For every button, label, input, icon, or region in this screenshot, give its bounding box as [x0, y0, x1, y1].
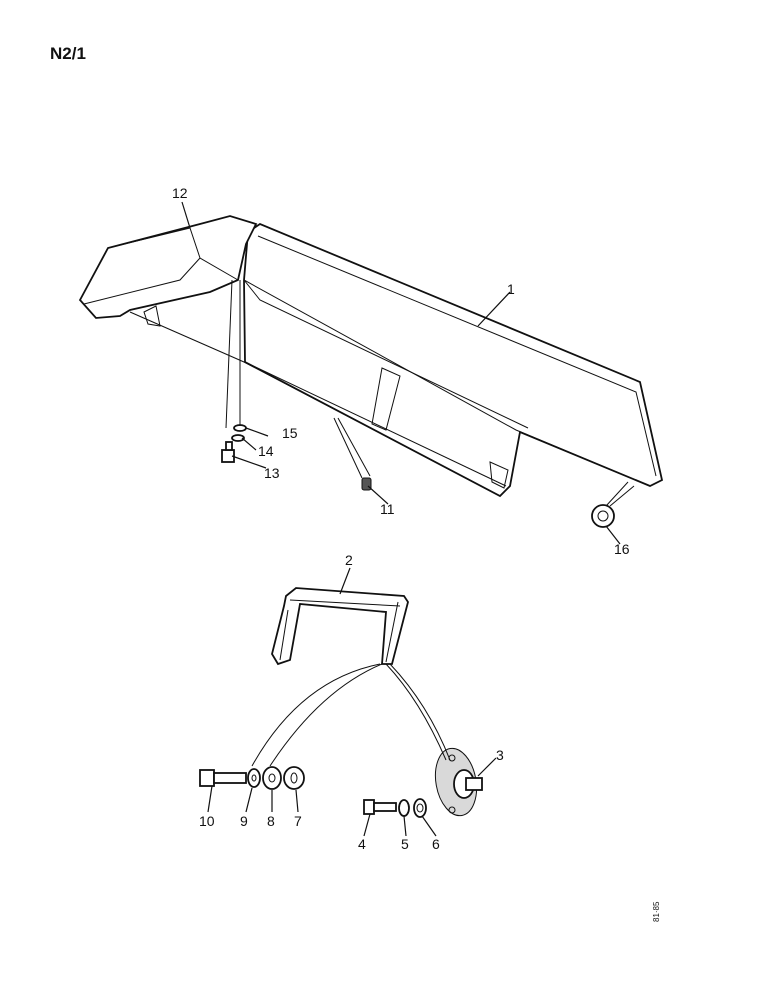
callout-14: 14 — [258, 443, 274, 459]
part-4-bolt — [363, 799, 397, 815]
callout-6: 6 — [432, 836, 440, 852]
callout-2: 2 — [345, 552, 353, 568]
part-1-cover — [243, 222, 664, 498]
part-12-end-cap — [78, 215, 501, 497]
part-3-mount — [434, 747, 483, 817]
callout-8: 8 — [267, 813, 275, 829]
callout-15: 15 — [282, 425, 298, 441]
part-9-washer — [247, 768, 261, 788]
callout-16: 16 — [614, 541, 630, 557]
page-code: N2/1 — [50, 44, 86, 63]
part-16-grommet — [591, 504, 615, 528]
callout-3: 3 — [496, 747, 504, 763]
part-5-washer — [398, 799, 410, 817]
part-8-washer — [262, 766, 282, 790]
callout-1: 1 — [507, 281, 515, 297]
callout-5: 5 — [401, 836, 409, 852]
part-6-nut — [413, 798, 427, 818]
assembly-lines — [225, 279, 635, 767]
part-13-screw — [221, 441, 235, 463]
callout-7: 7 — [294, 813, 302, 829]
part-14-washer — [231, 434, 245, 442]
callout-10: 10 — [199, 813, 215, 829]
part-2-bracket — [271, 587, 409, 666]
leader-lines — [181, 201, 621, 837]
part-10-bolt — [199, 769, 247, 787]
callout-13: 13 — [264, 465, 280, 481]
callout-12: 12 — [172, 185, 188, 201]
part-7-bush — [283, 766, 305, 790]
callout-4: 4 — [358, 836, 366, 852]
callout-11: 11 — [380, 501, 395, 517]
callout-9: 9 — [240, 813, 248, 829]
